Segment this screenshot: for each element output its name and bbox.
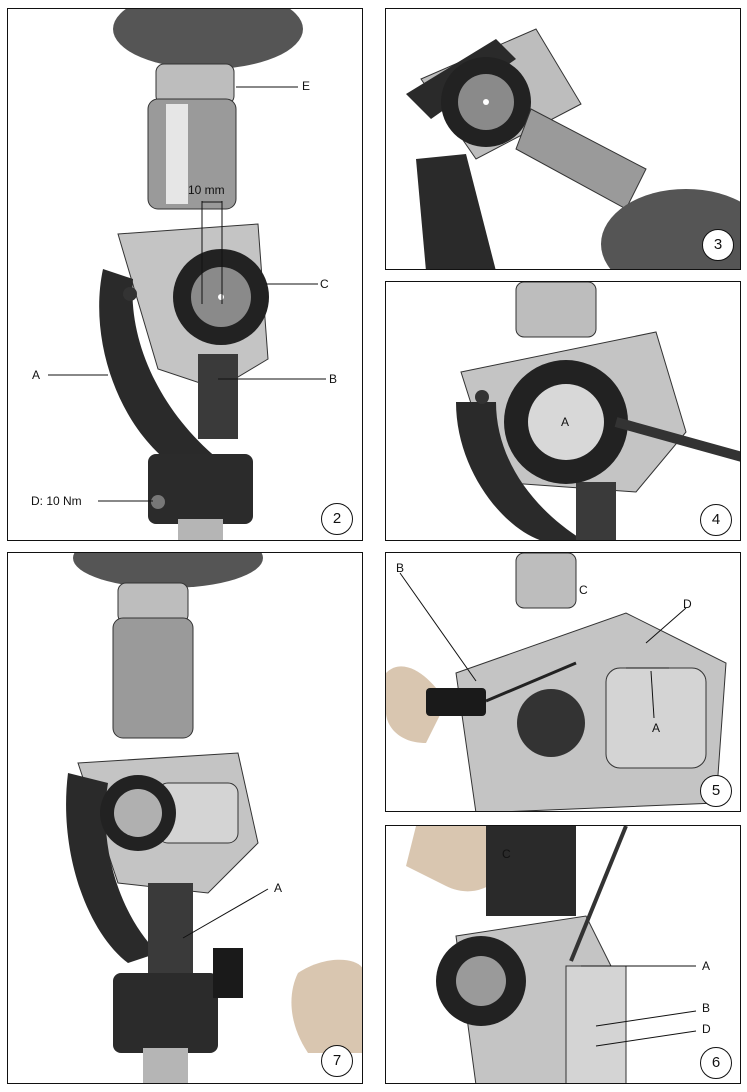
lower-clamp (113, 973, 218, 1053)
pyramid-adapter (155, 63, 235, 105)
leader-a (650, 670, 655, 719)
carbon-socket (73, 553, 263, 588)
rubber-frame (99, 269, 218, 469)
figure-number-badge: 7 (321, 1045, 353, 1077)
rubber-frame (66, 773, 158, 963)
axle-cap (528, 384, 604, 460)
label-b: B (329, 372, 338, 386)
body-hole (123, 287, 137, 301)
label-a: A (702, 959, 711, 973)
axle-cap (114, 789, 162, 837)
label-a: A (274, 881, 283, 895)
axle-center (483, 99, 489, 105)
pyramid-adapter (117, 582, 189, 624)
label-d: D: 10 Nm (31, 494, 82, 508)
knee-illustration-2 (48, 9, 326, 540)
upper-tube (515, 108, 647, 210)
clamp-screw (151, 495, 165, 509)
axle-bore (517, 689, 585, 757)
screwdriver (614, 417, 740, 462)
side-plate (565, 965, 627, 1083)
hex-key (485, 661, 577, 703)
leader-b (595, 1010, 697, 1027)
figure-number-badge: 6 (700, 1047, 732, 1079)
spring (576, 482, 616, 540)
hand (291, 959, 362, 1053)
label-b: B (702, 1001, 711, 1015)
figure-number-badge: 4 (700, 504, 732, 536)
label-a: A (561, 415, 570, 429)
label-a: A (32, 368, 41, 382)
tube-highlight (166, 104, 188, 204)
figure-number-badge: 5 (700, 775, 732, 807)
rubber-frame (486, 826, 576, 916)
figure-panel-5: B C D A 5 (385, 552, 741, 812)
screwdriver (569, 826, 628, 962)
pyramid-adapter (515, 553, 577, 609)
label-b: B (396, 561, 405, 575)
label-10mm: 10 mm (188, 183, 225, 197)
knee-illustration-3 (406, 28, 740, 269)
figure-panel-2: E 10 mm C A B D: 10 Nm 2 (7, 8, 363, 541)
knee-illustration-7 (66, 553, 362, 1083)
hand (386, 666, 446, 743)
knee-illustration-4 (456, 282, 740, 540)
figure-panel-6: C A B D 6 (385, 825, 741, 1084)
knee-illustration-6 (406, 826, 697, 1083)
pyramid-adapter (515, 282, 597, 338)
leader-b (399, 572, 477, 682)
hex-key-handle (426, 688, 486, 716)
label-a: A (652, 721, 661, 735)
leader-a (182, 888, 269, 939)
leader-d (595, 1030, 697, 1047)
lower-clamp (416, 154, 496, 269)
figure-panel-3: 3 (385, 8, 741, 270)
label-e: E (302, 79, 311, 93)
upper-tube (112, 617, 194, 739)
label-c: C (579, 583, 588, 597)
spring (148, 883, 193, 973)
spring (198, 354, 238, 439)
axle-center (218, 294, 224, 300)
carbon-socket (113, 9, 303, 69)
label-d: D (683, 597, 692, 611)
lower-clamp (148, 454, 253, 524)
label-c: C (320, 277, 329, 291)
figure-number-badge: 3 (702, 229, 734, 261)
rubber-frame (456, 402, 583, 540)
knee-illustration-5 (386, 553, 727, 811)
leader-d (645, 607, 687, 644)
label-d: D (702, 1022, 711, 1036)
figure-panel-7: A 7 (7, 552, 363, 1084)
hex-key-handle (213, 948, 243, 998)
figure-panel-4: A 4 (385, 281, 741, 541)
pylon-tube (178, 519, 223, 540)
figure-number-badge: 2 (321, 503, 353, 535)
axle-cap (456, 956, 506, 1006)
pylon-tube (143, 1048, 188, 1083)
label-c: C (502, 847, 511, 861)
axle-housing (605, 667, 707, 769)
hand (406, 826, 512, 892)
body-hole (475, 390, 489, 404)
